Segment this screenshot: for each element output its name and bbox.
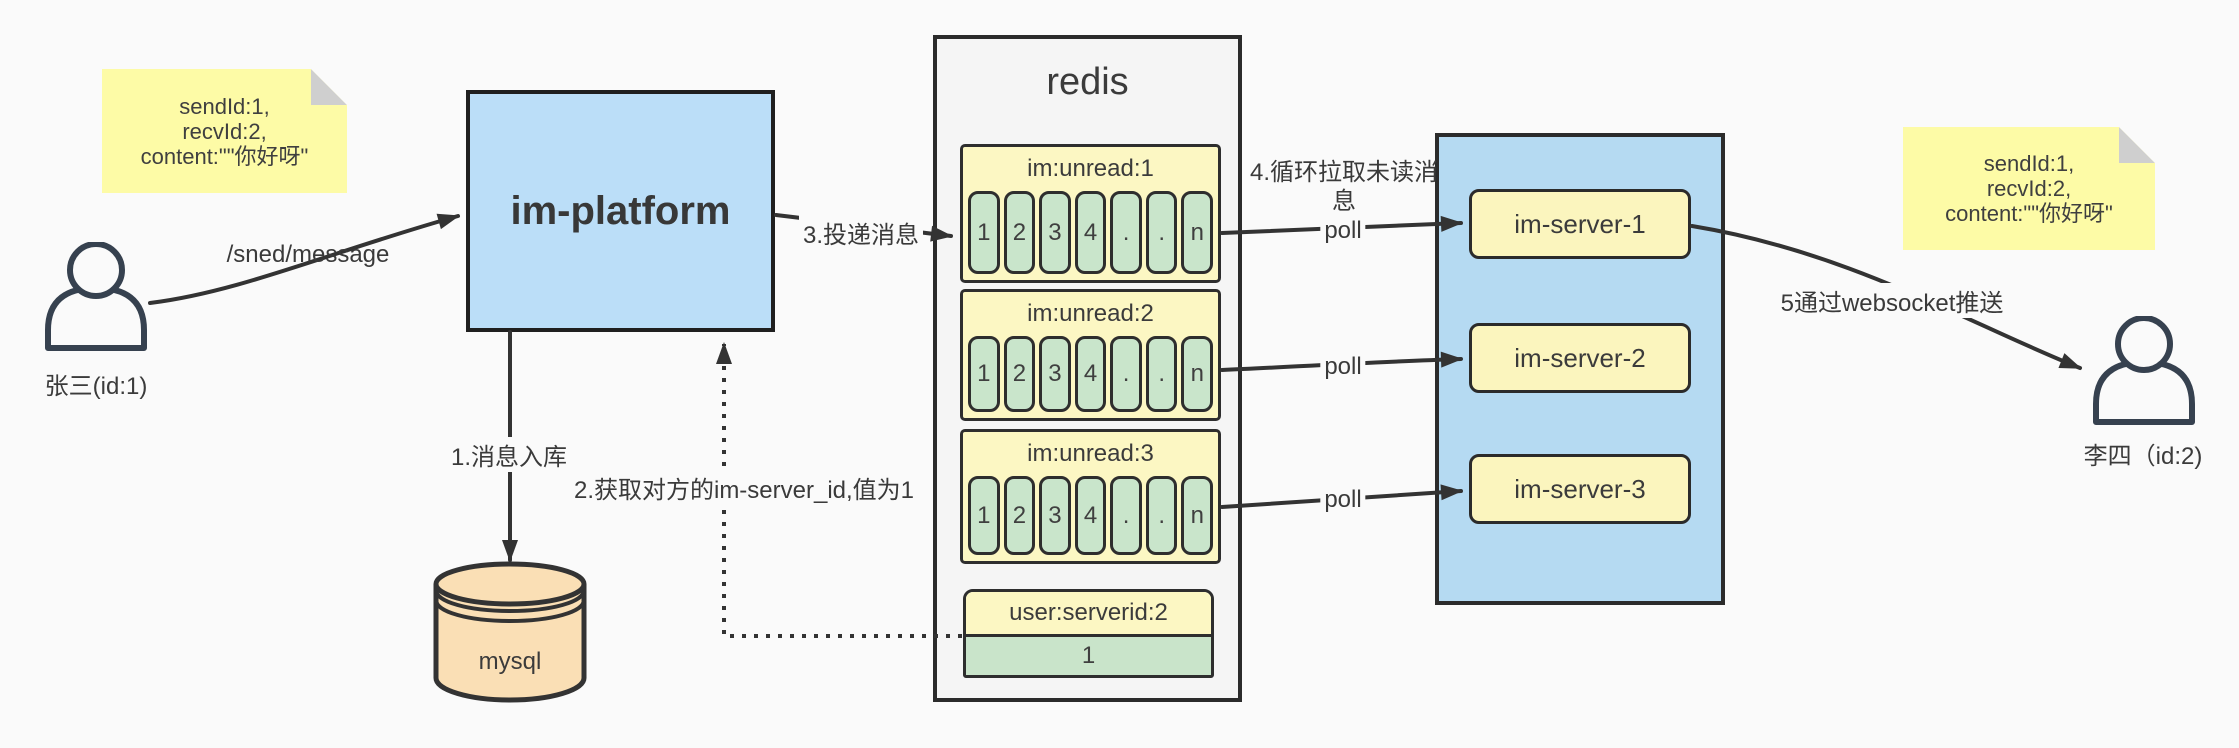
note-line: recvId:2, (1986, 176, 2072, 201)
queue-header: im:unread:1 (1027, 155, 1154, 182)
im-server-1-label: im-server-1 (1514, 208, 1646, 239)
queue-cell: 3 (1039, 476, 1071, 555)
note-line: recvId:2, (182, 118, 267, 144)
step5-label: 5通过websocket推送 (1776, 283, 2008, 318)
queue-cell: 1 (968, 191, 1000, 274)
step4-label: 4.循环拉取未读消息 (1249, 159, 1438, 215)
im-platform-label: im-platform (510, 188, 731, 233)
sender-label: 张三(id:1) (44, 373, 148, 400)
receiver-label: 李四（id:2) (2083, 443, 2203, 470)
mapping-key: user:serverid:2 (966, 592, 1211, 637)
queue-cell: . (1145, 336, 1178, 412)
queue-header: im:unread:2 (1027, 300, 1154, 327)
queue-cell: 3 (1039, 336, 1071, 412)
user-serverid-mapping: user:serverid:2 1 (963, 589, 1214, 678)
mapping-value: 1 (966, 637, 1211, 675)
queue-cell: n (1181, 336, 1214, 412)
queue-cell: n (1181, 191, 1214, 274)
im-platform-node: im-platform (466, 90, 775, 332)
im-server-3-label: im-server-3 (1514, 473, 1646, 504)
queue-cell: 2 (1003, 336, 1036, 412)
im-server-3-node: im-server-3 (1469, 454, 1691, 524)
queue-cell: 4 (1074, 191, 1107, 274)
database-cylinder-icon (433, 561, 587, 703)
queue-cell: n (1181, 476, 1214, 555)
queue-cell: . (1145, 476, 1178, 555)
queue-cells: 1 2 3 4 . . n (963, 191, 1218, 280)
im-server-2-label: im-server-2 (1514, 342, 1646, 373)
queue-cell: 4 (1074, 336, 1107, 412)
note-line: content:""你好呀" (140, 143, 309, 169)
queue-cells: 1 2 3 4 . . n (963, 476, 1218, 561)
im-server-cluster: im-server-1 im-server-2 im-server-3 (1435, 133, 1725, 605)
note-fold-corner-icon (2119, 127, 2155, 163)
queue-cell: 1 (968, 476, 1000, 555)
queue-cell: 4 (1074, 476, 1107, 555)
queue-cell: 2 (1003, 191, 1036, 274)
queue-cell: 3 (1039, 191, 1071, 274)
redis-queue-unread-1: im:unread:1 1 2 3 4 . . n (960, 144, 1221, 283)
poll-label-1: poll (1320, 217, 1366, 245)
im-server-1-node: im-server-1 (1469, 189, 1691, 259)
redis-queue-unread-3: im:unread:3 1 2 3 4 . . n (960, 429, 1221, 564)
queue-cell: . (1110, 336, 1142, 412)
redis-queue-unread-2: im:unread:2 1 2 3 4 . . n (960, 289, 1221, 421)
mysql-database-node: mysql (432, 556, 588, 708)
step2-label: 2.获取对方的im-server_id,值为1 (569, 470, 919, 505)
poll-label-3: poll (1320, 486, 1366, 514)
queue-cell: . (1110, 476, 1142, 555)
user-receiver-icon (2093, 316, 2195, 425)
queue-cell: 1 (968, 336, 1000, 412)
queue-cell: 2 (1003, 476, 1036, 555)
message-note-left: sendId:1, recvId:2, content:""你好呀" (102, 69, 347, 193)
redis-container: redis im:unread:1 1 2 3 4 . . n im:unrea… (933, 35, 1242, 702)
queue-cells: 1 2 3 4 . . n (963, 336, 1218, 418)
step1-label: 1.消息入库 (446, 437, 572, 472)
message-note-right: sendId:1, recvId:2, content:""你好呀" (1903, 127, 2155, 250)
note-line: sendId:1, (1983, 151, 2075, 176)
note-line: content:""你好呀" (1945, 201, 2113, 226)
queue-cell: . (1145, 191, 1178, 274)
redis-title: redis (1046, 61, 1129, 103)
user-sender-icon (45, 242, 147, 351)
im-server-2-node: im-server-2 (1469, 323, 1691, 393)
queue-cell: . (1110, 191, 1142, 274)
send-api-label: /sned/message (226, 241, 390, 268)
note-fold-corner-icon (311, 69, 347, 105)
poll-label-2: poll (1320, 353, 1366, 381)
mysql-label: mysql (478, 648, 542, 675)
step3-label: 3.投递消息 (798, 215, 924, 250)
queue-header: im:unread:3 (1027, 440, 1154, 467)
note-line: sendId:1, (179, 93, 270, 119)
